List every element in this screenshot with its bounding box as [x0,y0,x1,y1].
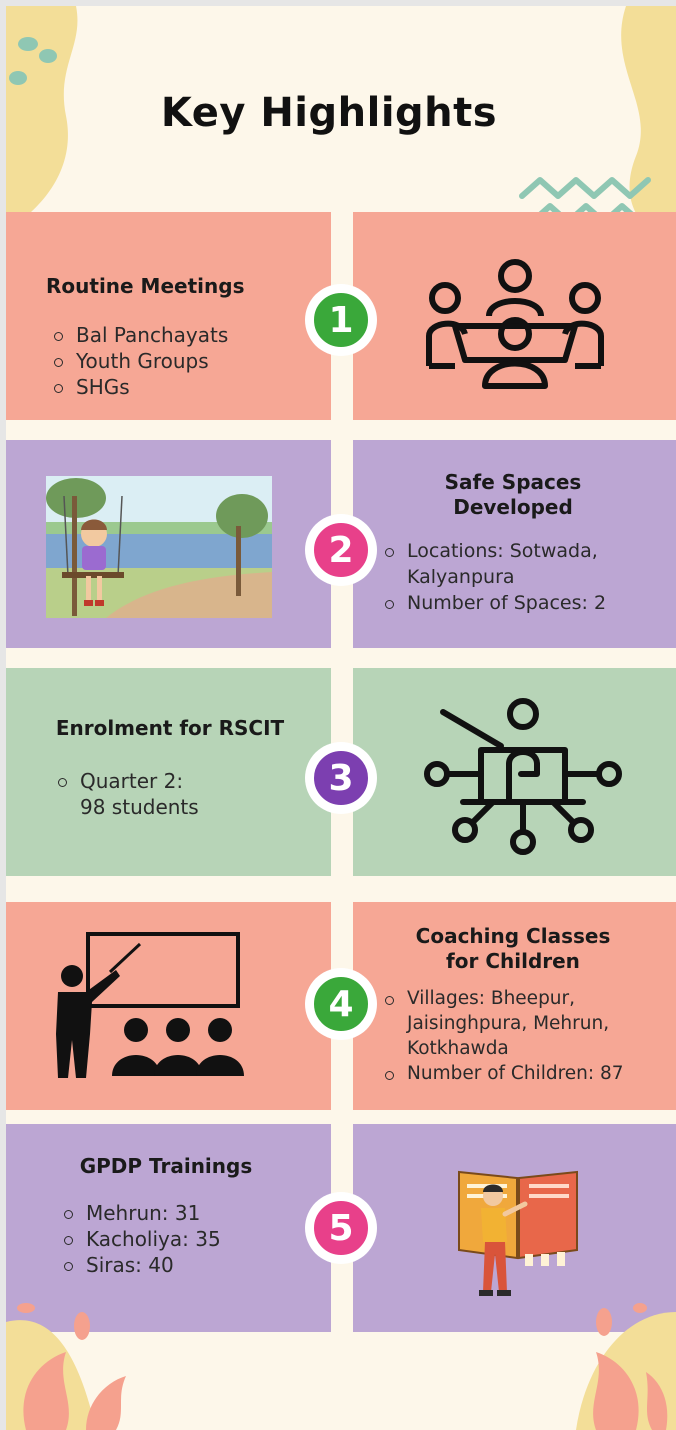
heading-line: for Children [446,949,580,973]
list-item-line: 98 students [80,795,199,819]
person-with-book-illustration [458,1170,578,1296]
badge-number: 3 [311,748,371,808]
badge-number: 1 [311,290,371,350]
list-item: Locations: Sotwada, Kalyanpura [383,538,673,590]
list-item: Siras: 40 [62,1252,221,1278]
heading-line: Safe Spaces [444,470,582,494]
bottom-left-leaf-decoration [6,1303,126,1430]
list-item: Quarter 2: 98 students [56,768,199,820]
section-4-number-badge: 4 [305,968,377,1040]
page-title: Key Highlights [160,90,498,136]
list-item: Kacholiya: 35 [62,1226,221,1252]
section-4-heading: Coaching Classes for Children [383,924,643,974]
badge-number: 5 [311,1198,371,1258]
zigzag-decoration [519,177,651,225]
top-right-blob-decoration [621,6,676,241]
section-1-text-panel: Routine Meetings Bal Panchayats Youth Gr… [6,212,331,420]
section-4-text-panel: Coaching Classes for Children Villages: … [353,902,676,1110]
section-5-text-panel: GPDP Trainings Mehrun: 31 Kacholiya: 35 … [6,1124,331,1332]
top-left-blob-decoration [6,6,78,231]
section-4-icon-panel [6,902,331,1110]
list-item: Number of Children: 87 [383,1061,676,1086]
meeting-table-icon [426,259,604,389]
list-item: Bal Panchayats [52,322,228,348]
list-item-line: Quarter 2: [80,769,184,793]
heading-line: Coaching Classes [415,924,611,948]
section-5-number-badge: 5 [305,1192,377,1264]
bottom-right-leaf-decoration [576,1303,676,1430]
section-1-heading: Routine Meetings [46,274,245,298]
section-5-list: Mehrun: 31 Kacholiya: 35 Siras: 40 [62,1200,221,1278]
section-2-illustration-panel [6,440,331,648]
section-3-heading: Enrolment for RSCIT [55,716,285,740]
classroom-teacher-icon [56,932,244,1078]
badge-number: 2 [311,520,371,580]
infographic-poster: Key Highlights Routine Meetings Bal Panc… [6,6,676,1430]
section-4-list: Villages: Bheepur, Jaisinghpura, Mehrun,… [383,986,676,1086]
section-3-icon-panel [353,668,676,876]
badge-number: 4 [311,974,371,1034]
list-item: Number of Spaces: 2 [383,590,673,616]
list-item: Youth Groups [52,348,228,374]
computer-training-icon [424,698,622,855]
section-2-list: Locations: Sotwada, Kalyanpura Number of… [383,538,673,616]
section-5-illustration-panel [353,1124,676,1332]
section-1-number-badge: 1 [305,284,377,356]
list-item: Villages: Bheepur, Jaisinghpura, Mehrun,… [383,986,676,1061]
section-3-text-panel: Enrolment for RSCIT Quarter 2: 98 studen… [6,668,331,876]
list-item: Mehrun: 31 [62,1200,221,1226]
child-on-swing-illustration [46,476,272,618]
section-2-heading: Safe Spaces Developed [393,470,633,520]
list-item: SHGs [52,374,228,400]
section-3-number-badge: 3 [305,742,377,814]
section-2-text-panel: Safe Spaces Developed Locations: Sotwada… [353,440,676,648]
heading-line: Developed [453,495,573,519]
section-2-number-badge: 2 [305,514,377,586]
section-1-icon-panel [353,212,676,420]
section-1-list: Bal Panchayats Youth Groups SHGs [52,322,228,400]
section-3-list: Quarter 2: 98 students [56,768,199,820]
section-5-heading: GPDP Trainings [79,1154,253,1178]
